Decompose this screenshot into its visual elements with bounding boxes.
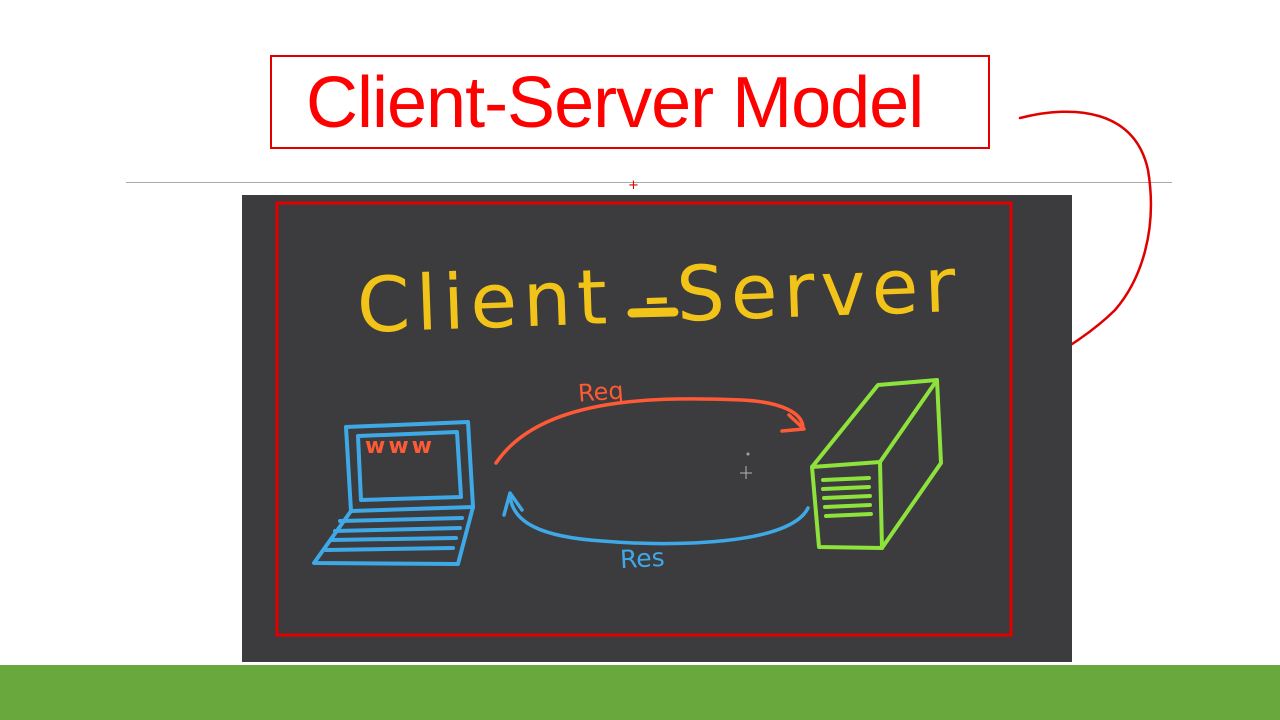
divider-line: [126, 182, 1172, 183]
laptop-icon: [312, 420, 475, 566]
whiteboard-image: Client -Server Req Res www: [242, 195, 1072, 662]
heading-dash: [627, 307, 679, 318]
request-label: Req: [577, 376, 625, 408]
server-icon: [810, 378, 943, 550]
title-box: Client-Server Model: [270, 55, 990, 149]
footer-bar: [0, 665, 1280, 720]
response-label: Res: [619, 542, 666, 575]
response-arrow: [502, 491, 810, 546]
diagram-drawing: [275, 201, 1013, 637]
slide-title: Client-Server Model: [306, 63, 924, 143]
plus-icon: +: [628, 178, 639, 193]
diagram-frame: [275, 201, 1013, 637]
cursor-icon: [740, 452, 752, 479]
laptop-screen-text: www: [365, 434, 435, 459]
request-arrow: [494, 397, 806, 465]
